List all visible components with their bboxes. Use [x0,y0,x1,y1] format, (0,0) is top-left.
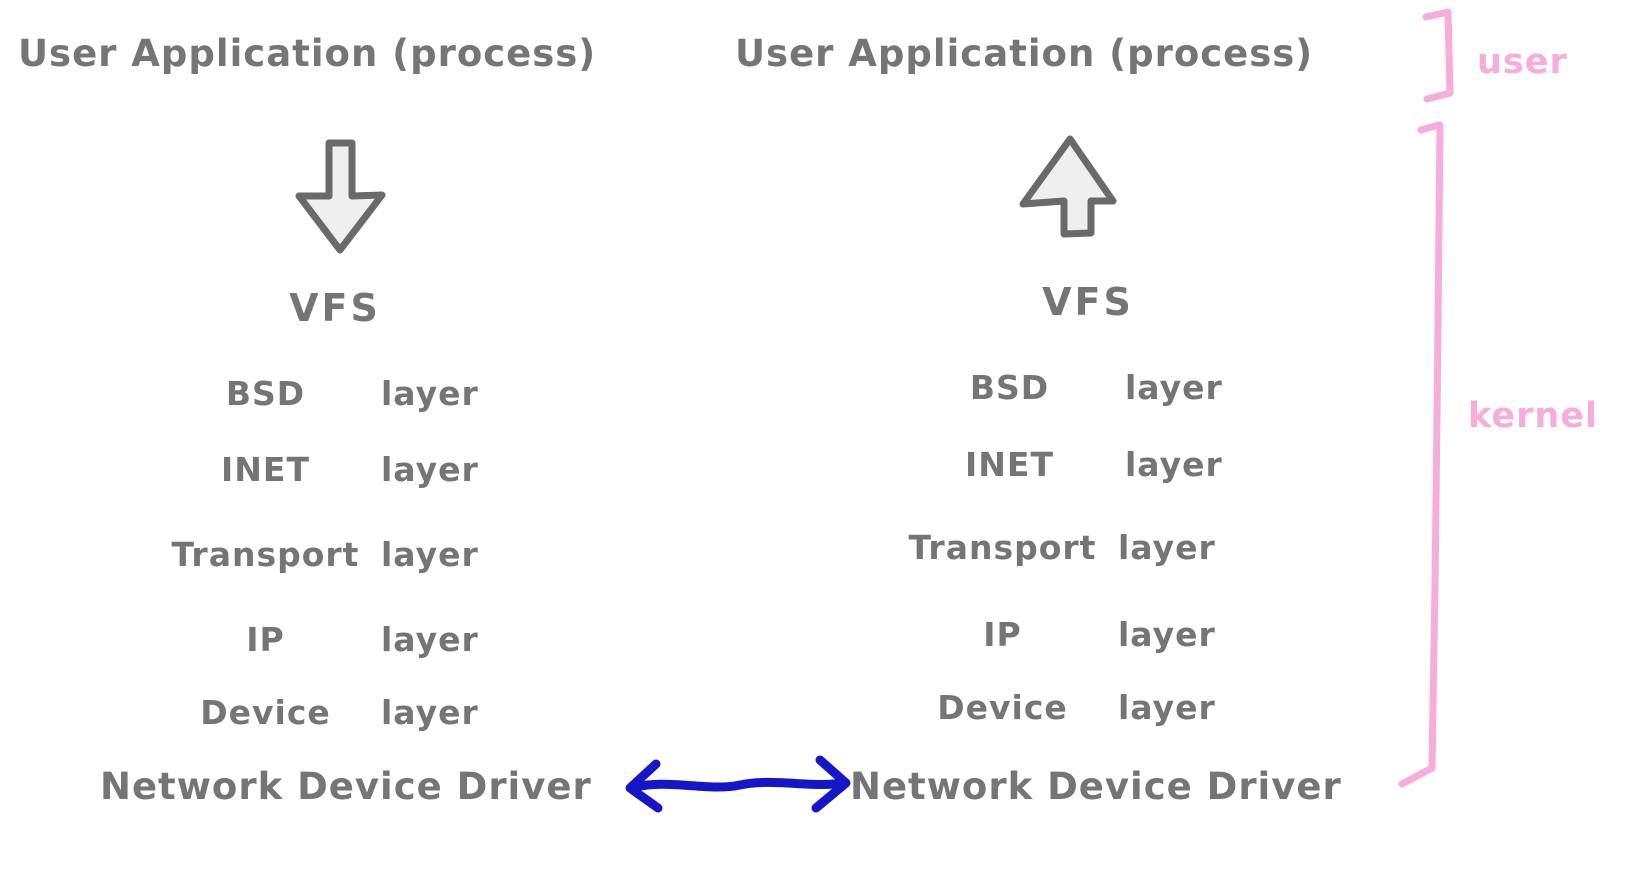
left-layer-row-inet: INET layer [158,450,479,489]
left-vfs-label: VFS [289,286,381,330]
layer-name: BSD [225,374,306,413]
right-layer-row-inet: INET layer [902,445,1223,484]
layer-name: IP [983,615,1022,654]
down-arrow-icon [295,139,386,254]
right-layer-row-transport: Transport layer [895,528,1216,567]
left-layer-row-device: Device layer [158,693,479,732]
right-network-device-driver: Network Device Driver [850,765,1342,808]
layer-suffix: layer [381,693,479,732]
layer-suffix: layer [381,374,479,413]
right-layer-row-device: Device layer [895,688,1216,727]
layer-name: BSD [969,368,1050,407]
up-arrow-icon [1019,135,1117,238]
left-layer-row-ip: IP layer [158,620,479,659]
right-vfs-label: VFS [1042,280,1134,324]
right-layer-row-ip: IP layer [895,615,1216,654]
bidirectional-arrow-icon [625,755,851,813]
layer-name: Device [200,693,331,732]
layer-name: Transport [908,528,1097,567]
layer-suffix: layer [1125,445,1223,484]
layer-suffix: layer [1118,615,1216,654]
layer-suffix: layer [1118,528,1216,567]
layer-suffix: layer [381,535,479,574]
layer-name: Transport [171,535,360,574]
right-layer-row-bsd: BSD layer [902,368,1223,407]
layer-suffix: layer [381,620,479,659]
left-layer-row-bsd: BSD layer [158,374,479,413]
layer-name: INET [965,445,1054,484]
layer-suffix: layer [1118,688,1216,727]
user-scope-label: user [1477,42,1568,82]
user-scope-bracket [1422,8,1454,103]
layer-name: Device [937,688,1068,727]
layer-name: INET [221,450,310,489]
kernel-scope-bracket [1398,121,1444,788]
left-layer-row-transport: Transport layer [158,535,479,574]
left-stack-title: User Application (process) [18,32,597,75]
layer-suffix: layer [381,450,479,489]
layer-name: IP [246,620,285,659]
left-network-device-driver: Network Device Driver [100,765,592,808]
right-stack-title: User Application (process) [735,32,1314,75]
layer-suffix: layer [1125,368,1223,407]
kernel-scope-label: kernel [1468,396,1598,436]
